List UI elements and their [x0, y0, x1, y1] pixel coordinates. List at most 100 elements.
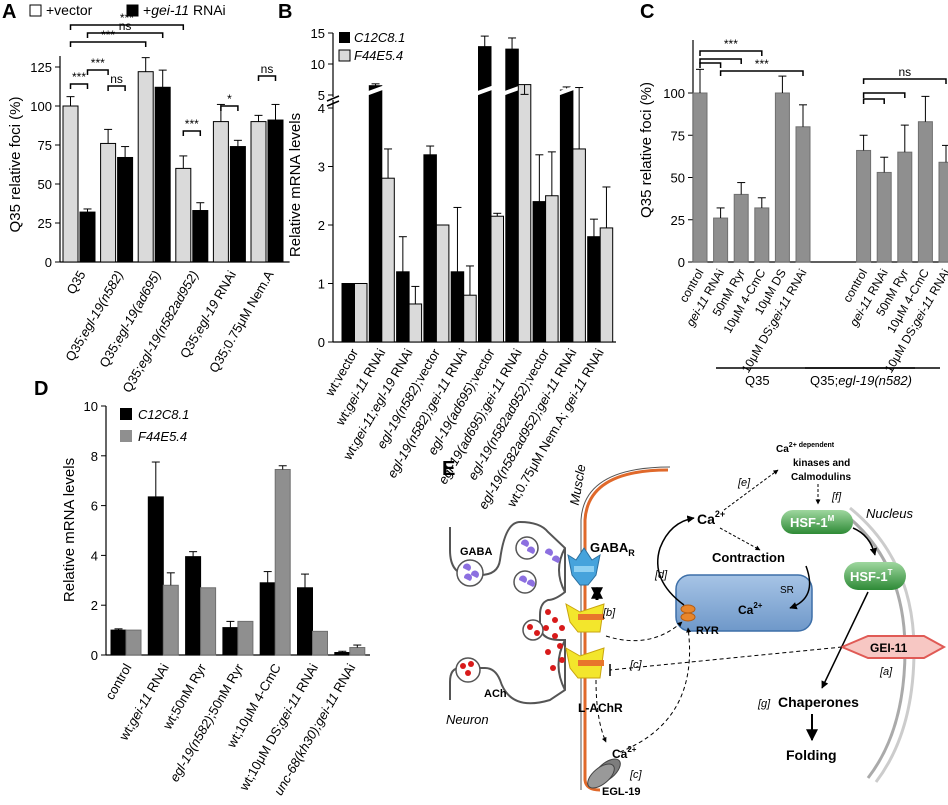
- chart-c-significance-bracket: [862, 98, 885, 104]
- chart-a-significance-bracket: [107, 85, 126, 91]
- panel-label-b: B: [278, 1, 292, 23]
- arrow-ca-kinases: [723, 469, 779, 511]
- arrow-ca-contraction: [719, 527, 761, 551]
- chart-d-bar: [162, 584, 179, 656]
- chart-c-group-label: Q35: [745, 373, 770, 388]
- chart-b-break-mark: [557, 85, 576, 96]
- chart-d-y-tick-label: 10: [84, 399, 98, 414]
- chart-b-legend-swatch: [339, 32, 350, 43]
- neuron-terminal: [557, 547, 566, 691]
- chart-b-bar: [587, 236, 601, 343]
- gei11-label: GEI-11: [870, 641, 908, 655]
- chart-b-bar: [381, 177, 395, 343]
- chart-a-legend-prefix: +: [143, 2, 151, 18]
- chart-c-bar: [733, 193, 749, 263]
- chart-b-legend-label: F44E5.4: [354, 48, 403, 63]
- chart-d-y-tick-label: 0: [91, 648, 98, 663]
- chart-c-bar: [754, 207, 770, 263]
- chart-a-significance-label: ***: [185, 117, 199, 131]
- tag-c2: [c]: [629, 769, 643, 781]
- arrow-achr-ryr: [605, 621, 683, 642]
- chart-c-x-tick-label-plain: 10μM DS;: [739, 322, 778, 375]
- chart-a-significance-bracket: [69, 24, 185, 30]
- l-achr-label: L-AChR: [578, 701, 623, 715]
- chart-c-bar: [938, 161, 948, 263]
- chart-b-bar: [341, 283, 355, 343]
- chart-d-y-label: Relative mRNA levels: [61, 458, 78, 602]
- chart-c-group-label-ital: egl-19(n582): [838, 373, 912, 388]
- chart-b-bar: [408, 303, 423, 343]
- chart-b-bar: [572, 148, 586, 343]
- chart-d-y-tick-label: 2: [91, 598, 98, 613]
- chart-a-significance-bracket: [220, 105, 239, 111]
- chart-d-bar: [222, 627, 239, 656]
- arrow-contraction-sr: [789, 565, 811, 610]
- chart-a-significance-label: ***: [91, 56, 105, 70]
- chart-a-x-tick-label-plain: Q35: [63, 268, 88, 297]
- chart-a-significance-bracket: [182, 130, 202, 136]
- chart-b-break-mark: [475, 85, 494, 96]
- folding-label: Folding: [786, 747, 837, 763]
- tag-c1: [c]: [629, 659, 643, 671]
- chart-c-bar: [795, 126, 811, 263]
- chart-a-significance-bracket: [86, 32, 164, 38]
- tag-g: [g]: [757, 698, 771, 710]
- ryr-channel: [680, 604, 696, 622]
- panel-label-c: C: [640, 1, 654, 23]
- hsf1-m: [781, 510, 853, 534]
- chart-a-bar: [267, 119, 284, 263]
- chart-b-bar: [559, 89, 574, 343]
- chart-d-bar: [110, 629, 127, 656]
- chart-b-legend-swatch: [338, 49, 351, 62]
- chart-a-bar: [117, 156, 134, 263]
- chart-b-x-tick-label-after: RNAi: [577, 346, 607, 383]
- chart-c-y-tick-label: 25: [671, 213, 685, 228]
- panel-label-d: D: [34, 378, 48, 400]
- chart-c-bar: [917, 121, 933, 263]
- chart-d-bar: [259, 582, 276, 656]
- chart-b-bar: [463, 294, 477, 343]
- ca-egl19-label: Ca2+: [612, 745, 637, 761]
- chart-d-legend-swatch: [120, 408, 132, 420]
- arrow-hsf-translocate: [852, 527, 877, 556]
- chart-a-y-tick-label: 100: [30, 99, 52, 114]
- chart-b-bar: [532, 201, 547, 343]
- chart-c-significance-bracket: [699, 50, 763, 56]
- chart-d-legend-swatch: [120, 430, 132, 442]
- chart-b-y-label: Relative mRNA levels: [287, 113, 304, 257]
- chart-d-x-tick-label-plain: control: [102, 661, 135, 702]
- chart-d-y-tick-label: 4: [91, 548, 98, 563]
- chart-a-bar: [250, 121, 267, 263]
- panel-label-a: A: [2, 1, 16, 23]
- chart-a-legend-label: +vector: [46, 2, 93, 18]
- chart-c-y-tick-label: 0: [678, 255, 685, 270]
- arrow-ca-ryr: [619, 627, 692, 753]
- ach-dots: [460, 609, 565, 676]
- chart-b-y-tick-label: 5: [318, 88, 325, 103]
- muscle-membrane-inner: [580, 466, 671, 790]
- chart-a-legend-italic: gei-11: [151, 2, 189, 18]
- panel-label-e: E: [442, 458, 455, 480]
- chart-b-break-mark: [366, 85, 385, 96]
- chart-a-y-tick-label: 0: [45, 255, 52, 270]
- chart-b-bar: [423, 154, 437, 343]
- chart-c-significance-bracket: [862, 78, 947, 84]
- chart-c-significance-label: ns: [898, 65, 911, 79]
- egl19-label: EGL-19: [602, 786, 641, 798]
- chart-c-bar: [856, 149, 872, 263]
- neuron-label: Neuron: [446, 712, 489, 727]
- hsf1-t-label: HSF-1T: [850, 568, 893, 584]
- chart-b-bar: [450, 271, 465, 343]
- chart-b-bar: [354, 283, 368, 343]
- chart-c-significance-bracket: [862, 92, 906, 98]
- chart-b-y-tick-label: 3: [318, 160, 325, 175]
- neuron-membrane: [449, 520, 566, 705]
- chart-a-significance-bracket: [257, 75, 277, 81]
- chart-d-bar: [200, 587, 217, 656]
- chart-d-bar: [297, 587, 313, 656]
- chart-b-y-tick-label: 10: [311, 57, 325, 72]
